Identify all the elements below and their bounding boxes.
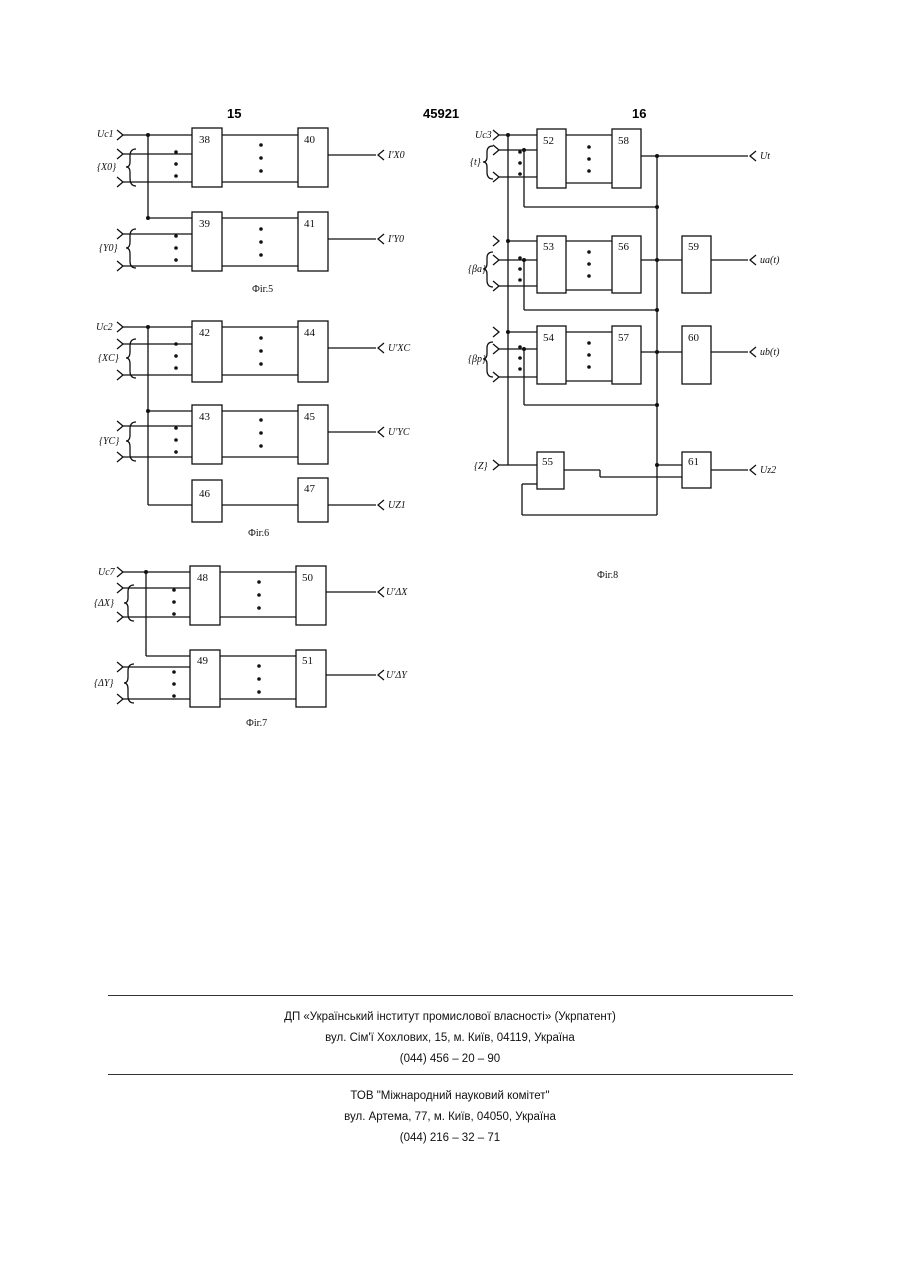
fig6-x-output-label: U'XC: [388, 343, 410, 354]
block-61-label: 61: [688, 456, 699, 468]
fig8-z-input-label: {Z}: [474, 461, 488, 472]
block-56-label: 56: [618, 241, 630, 253]
fig6-y-input-label: {YC}: [99, 436, 119, 447]
figure-6: [117, 321, 384, 522]
block-45-label: 45: [304, 411, 316, 423]
block-41-label: 41: [304, 218, 315, 230]
block-39-label: 39: [199, 218, 211, 230]
fig8-clock-input-label: Uc3: [475, 130, 492, 141]
ellipsis-dots: [172, 143, 591, 698]
fig8-b-output-label: ub(t): [760, 347, 780, 358]
block-40-label: 40: [304, 134, 316, 146]
figure-7: [117, 566, 384, 707]
fig5-caption: Фіг.5: [252, 284, 273, 295]
fig5-clock-input-label: Uc1: [97, 129, 114, 140]
block-53-label: 53: [543, 241, 555, 253]
fig6-x-input-label: {XC}: [98, 353, 119, 364]
fig8-a-output-label: ua(t): [760, 255, 780, 266]
block-58-label: 58: [618, 135, 630, 147]
fig5-y-input-label: {Y0}: [99, 243, 118, 254]
footer-org1-address: вул. Сім'ї Хохлових, 15, м. Київ, 04119,…: [0, 1032, 900, 1044]
footer-org2-name: ТОВ "Міжнародний науковий комітет": [0, 1090, 900, 1102]
block-49-label: 49: [197, 655, 209, 667]
block-48-label: 48: [197, 572, 209, 584]
fig7-x-output-label: U'ΔX: [386, 587, 408, 598]
fig5-x-output-label: I'X0: [387, 150, 405, 161]
footer-rule-bottom: [108, 1074, 793, 1075]
figure-8: [483, 129, 756, 515]
fig7-y-input-label: {ΔY}: [94, 678, 113, 689]
block-46-label: 46: [199, 488, 211, 500]
block-55-label: 55: [542, 456, 554, 468]
block-52-label: 52: [543, 135, 554, 147]
block-60-label: 60: [688, 332, 700, 344]
footer-org2-phone: (044) 216 – 32 – 71: [0, 1132, 900, 1144]
footer-org2-address: вул. Артема, 77, м. Київ, 04050, Україна: [0, 1111, 900, 1123]
block-59-label: 59: [688, 241, 700, 253]
block-43-label: 43: [199, 411, 211, 423]
fig7-y-output-label: U'ΔY: [386, 670, 408, 681]
footer-org1-name: ДП «Український інститут промислової вла…: [0, 1011, 900, 1023]
footer-org1-phone: (044) 456 – 20 – 90: [0, 1053, 900, 1065]
fig5-x-input-label: {X0}: [97, 162, 116, 173]
fig6-caption: Фіг.6: [248, 528, 269, 539]
block-50-label: 50: [302, 572, 314, 584]
block-47-label: 47: [304, 483, 316, 495]
block-57-label: 57: [618, 332, 630, 344]
fig8-caption: Фіг.8: [597, 570, 618, 581]
block-54-label: 54: [543, 332, 555, 344]
fig7-caption: Фіг.7: [246, 718, 267, 729]
footer-rule-top: [108, 995, 793, 996]
figure-5: [117, 128, 384, 271]
fig5-y-output-label: I'Y0: [387, 234, 404, 245]
block-38-label: 38: [199, 134, 211, 146]
fig8-a-input-label: {βa}: [468, 264, 486, 275]
fig8-z-output-label: Uz2: [760, 465, 776, 476]
fig8-t-input-label: {t}: [470, 157, 481, 168]
fig6-y-output-label: U'YC: [388, 427, 410, 438]
block-44-label: 44: [304, 327, 316, 339]
fig8-t-output-label: Ut: [760, 151, 770, 162]
fig6-clock-input-label: Uc2: [96, 322, 113, 333]
fig7-clock-input-label: Uc7: [98, 567, 116, 578]
fig6-z-output-label: UZ1: [388, 500, 406, 511]
fig8-b-input-label: {βp}: [468, 354, 486, 365]
block-51-label: 51: [302, 655, 313, 667]
fig7-x-input-label: {ΔX}: [94, 598, 114, 609]
block-42-label: 42: [199, 327, 210, 339]
